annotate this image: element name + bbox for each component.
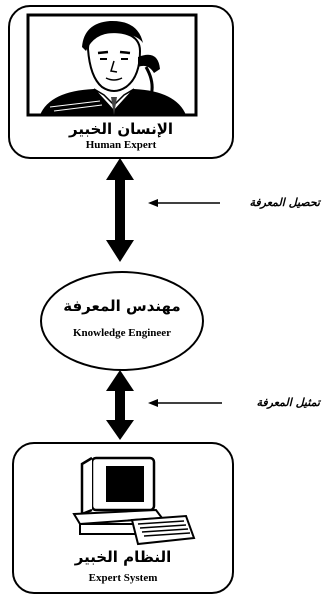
human-expert-label-en: Human Expert (85, 139, 157, 151)
pointer-arrow-acquisition (148, 199, 220, 207)
pointer-arrow-representation (148, 399, 222, 407)
expert-system-label-en: Expert System (88, 572, 158, 584)
edge-label-acquisition: تحصيل المعرفة (249, 196, 320, 209)
human-expert-label-ar: الإنسان الخبير (68, 120, 174, 138)
double-arrow-engineer-system (106, 370, 134, 440)
knowledge-engineer-label-ar: مهندس المعرفة (63, 297, 181, 315)
computer-icon (72, 456, 196, 546)
human-expert-illustration (26, 13, 198, 117)
knowledge-engineer-label-en: Knowledge Engineer (72, 327, 172, 339)
expert-system-node: النظام الخبير Expert System (12, 442, 234, 594)
double-arrow-expert-engineer (106, 158, 134, 262)
expert-system-label-ar: النظام الخبير (74, 548, 172, 566)
knowledge-engineer-node: مهندس المعرفة Knowledge Engineer (40, 271, 204, 371)
human-expert-node: الإنسان الخبير Human Expert (8, 5, 234, 159)
edge-label-representation: تمثيل المعرفة (256, 396, 320, 409)
